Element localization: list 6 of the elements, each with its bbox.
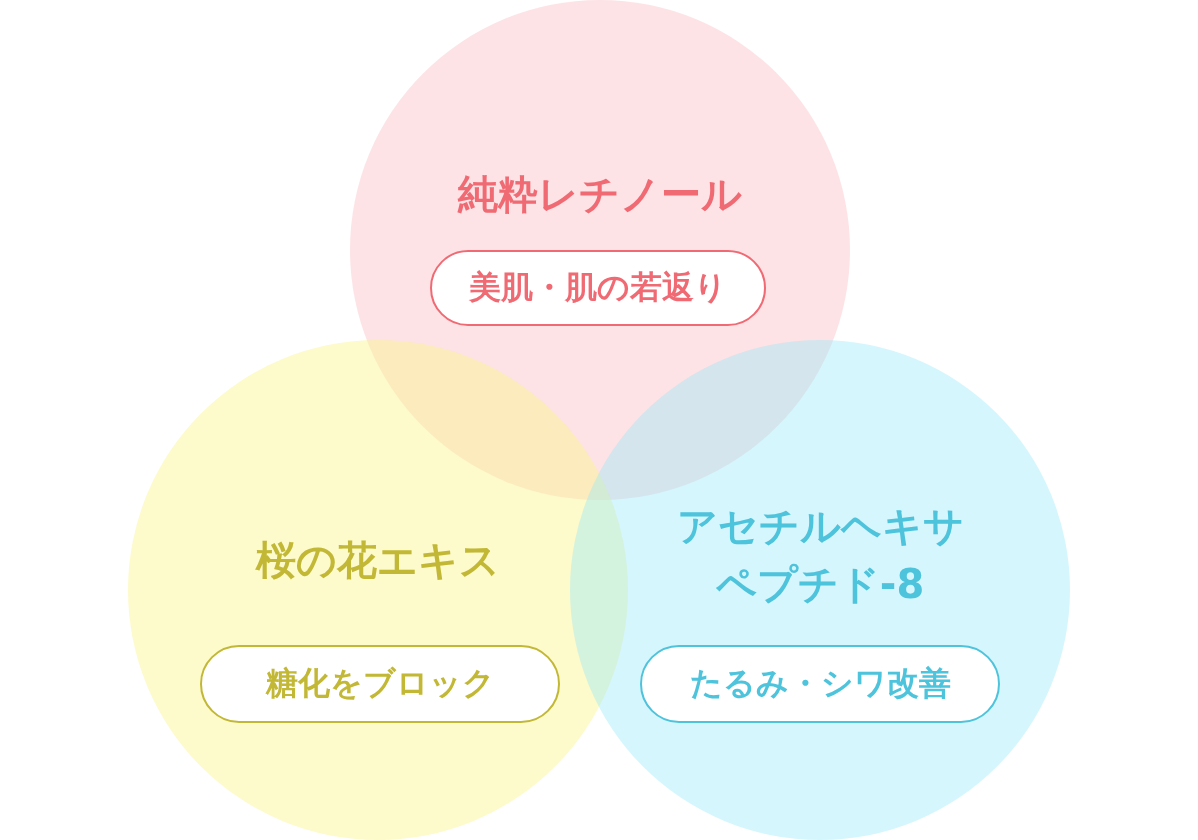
circle-title: 純粋レチノール: [458, 170, 742, 219]
benefit-tag: 美肌・肌の若返り: [430, 250, 766, 326]
benefit-tag: たるみ・シワ改善: [640, 645, 1000, 723]
benefit-tag: 糖化をブロック: [200, 645, 560, 723]
circle-title: 桜の花エキス: [256, 536, 500, 585]
circle-title: アセチルヘキサペプチド-8: [675, 502, 965, 609]
